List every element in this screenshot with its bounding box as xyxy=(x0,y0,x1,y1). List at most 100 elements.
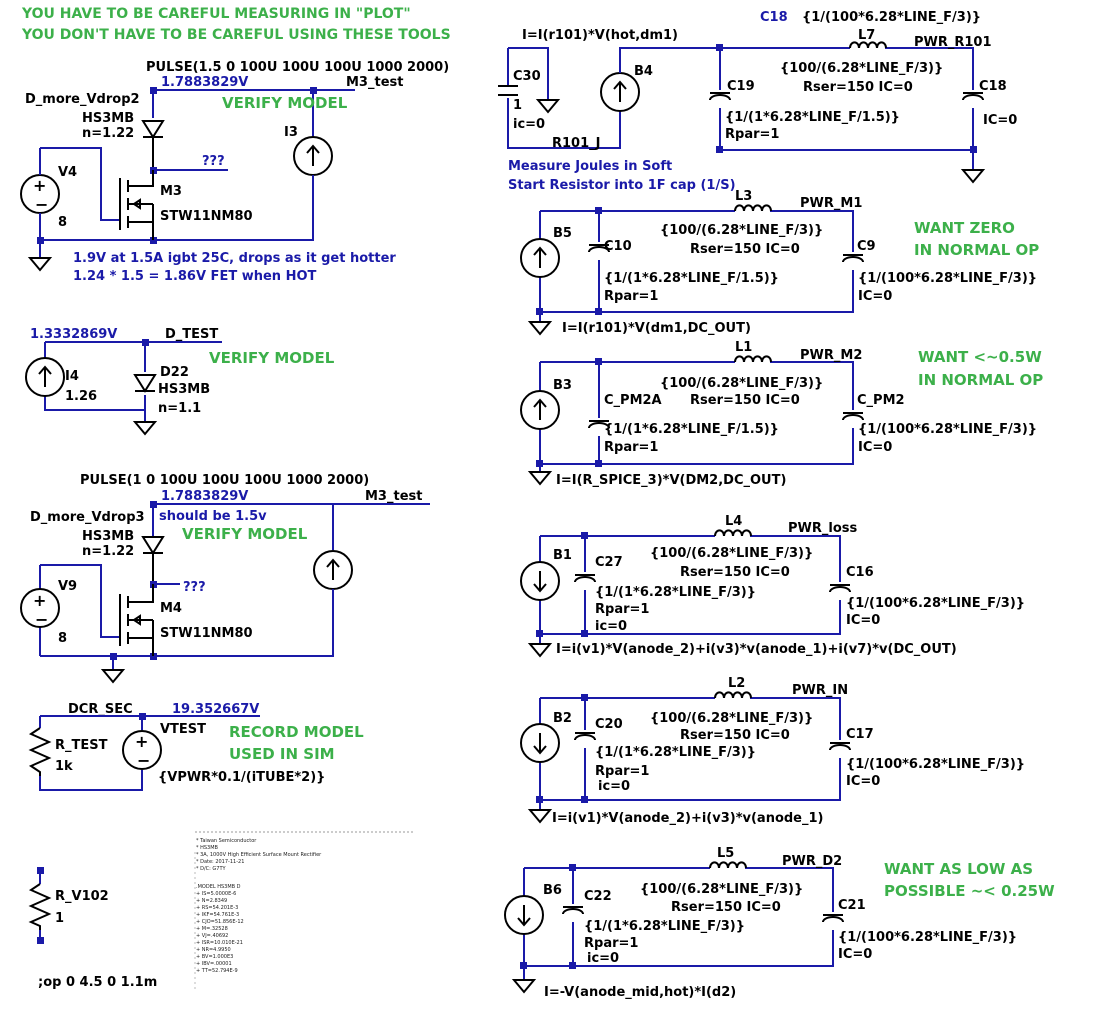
mosfet-M3[interactable] xyxy=(119,170,154,240)
c-label: C19 xyxy=(727,79,755,94)
junction xyxy=(150,653,157,660)
c-expr: {1/(1*6.28*LINE_F/3)} xyxy=(595,585,756,600)
behavioral-source[interactable] xyxy=(520,390,560,430)
junction xyxy=(595,460,602,467)
resistor-R_TEST[interactable] xyxy=(28,727,52,776)
capacitor[interactable] xyxy=(588,244,610,253)
capacitor-C18[interactable] xyxy=(962,92,984,101)
l-rser: Rser=150 IC=0 xyxy=(680,728,790,743)
net-label: PWR_loss xyxy=(788,521,858,536)
model-line: + BV=1.000E3 xyxy=(196,954,233,960)
net-label: PWR_M1 xyxy=(800,196,862,211)
junction xyxy=(139,713,146,720)
c-expr: {1/(1*6.28*LINE_F/1.5)} xyxy=(725,110,900,125)
l-expr: {100/(6.28*LINE_F/3)} xyxy=(660,223,823,238)
ground-symbol xyxy=(527,643,553,658)
diode-symbol[interactable] xyxy=(133,374,157,393)
op-directive[interactable]: ;op 0 4.5 0 1.1m xyxy=(38,975,157,990)
b-label: B3 xyxy=(553,378,572,393)
behavioral-source[interactable] xyxy=(520,723,560,763)
resistor-R_V102[interactable] xyxy=(28,883,52,930)
c-expr: {1/(100*6.28*LINE_F/3)} xyxy=(838,930,1017,945)
behavioral-source[interactable] xyxy=(520,238,560,278)
svg-text:+: + xyxy=(33,591,46,610)
b-expr: I=i(v1)*V(anode_2)+i(v3)*v(anode_1) xyxy=(552,811,824,826)
capacitor-C19[interactable] xyxy=(709,92,731,101)
junction xyxy=(595,358,602,365)
ground-symbol xyxy=(527,321,553,336)
b-expr: I=I(r101)*V(hot,dm1) xyxy=(522,28,678,43)
current-source-I3[interactable] xyxy=(293,136,333,176)
capacitor-C30[interactable] xyxy=(498,85,518,96)
c-ic: ic=0 xyxy=(587,951,619,966)
voltage-readout: 19.352667V xyxy=(172,702,259,717)
voltage-source-VTEST[interactable]: + − xyxy=(122,730,162,770)
c-ic: ic=0 xyxy=(595,619,627,634)
diode-n: n=1.22 xyxy=(82,544,134,559)
l-rser: Rser=150 IC=0 xyxy=(690,242,800,257)
junction xyxy=(536,796,543,803)
junction xyxy=(310,87,317,94)
net-label: M3_test xyxy=(365,489,422,504)
capacitor[interactable] xyxy=(562,906,584,915)
res-val: 1 xyxy=(55,911,64,926)
voltage-readout: 1.3332869V xyxy=(30,327,117,342)
c-ic: ic=0 xyxy=(513,117,545,132)
svg-text:−: − xyxy=(137,751,150,770)
current-source-I4[interactable] xyxy=(25,357,65,397)
model-line: + ISR=10.010E-21 xyxy=(196,940,243,946)
capacitor[interactable] xyxy=(842,254,864,263)
diode-model: HS3MB xyxy=(158,382,210,397)
model-line: + TT=52.794E-9 xyxy=(196,968,238,974)
l-expr: {100/(6.28*LINE_F/3)} xyxy=(780,61,943,76)
c-ic: IC=0 xyxy=(983,113,1017,128)
capacitor[interactable] xyxy=(822,914,844,923)
inductor[interactable] xyxy=(714,529,752,537)
capacitor[interactable] xyxy=(588,420,610,429)
voltage-source-V9[interactable]: + − xyxy=(20,588,60,629)
fet-model: STW11NM80 xyxy=(160,209,253,224)
behavioral-source[interactable] xyxy=(520,561,560,601)
c-expr: {1/(1*6.28*LINE_F/1.5)} xyxy=(604,271,779,286)
ground-symbol xyxy=(100,669,126,684)
voltage-source-V4[interactable]: + − xyxy=(20,174,60,214)
record-label: USED IN SIM xyxy=(229,745,335,763)
source-label: I4 xyxy=(65,369,79,384)
c18-top-expr: {1/(100*6.28*LINE_F/3)} xyxy=(802,10,981,25)
model-line: + IKF=54.761E-3 xyxy=(196,912,239,918)
inductor[interactable] xyxy=(709,861,747,869)
power-block-B6: B6 L5 PWR_D2 C22 C21 {100/(6.28*LINE_F/3… xyxy=(504,846,1055,1000)
diode-name: D_more_Vdrop2 xyxy=(25,92,140,107)
l-label: L3 xyxy=(735,189,752,204)
goal-note: POSSIBLE ~< 0.25W xyxy=(884,882,1055,900)
mosfet-M4[interactable] xyxy=(119,584,154,656)
inductor-L7[interactable] xyxy=(849,41,887,49)
model-line: + M=.32528 xyxy=(196,926,228,932)
junction xyxy=(150,501,157,508)
c-label: C30 xyxy=(513,69,541,84)
pulse-label: PULSE(1 0 100U 100U 100U 1000 2000) xyxy=(80,473,369,488)
capacitor[interactable] xyxy=(829,742,851,751)
inductor[interactable] xyxy=(734,204,772,212)
r-label: R101_J xyxy=(552,136,600,151)
capacitor[interactable] xyxy=(829,584,851,593)
verify-label: VERIFY MODEL xyxy=(182,525,308,543)
diode-symbol[interactable] xyxy=(141,536,165,585)
probe-label: ??? xyxy=(202,154,225,169)
current-source[interactable] xyxy=(313,550,353,590)
behavioral-source[interactable] xyxy=(504,895,544,935)
junction xyxy=(581,694,588,701)
l-rser: Rser=150 IC=0 xyxy=(671,900,781,915)
l-label: L7 xyxy=(858,28,875,43)
capacitor[interactable] xyxy=(842,412,864,421)
junction xyxy=(150,87,157,94)
power-block-B5: B5 L3 PWR_M1 C10 C9 {100/(6.28*LINE_F/3)… xyxy=(520,189,1039,336)
capacitor[interactable] xyxy=(574,732,596,741)
model-line: + CJO=51.856E-12 xyxy=(196,919,244,925)
inductor[interactable] xyxy=(714,691,752,699)
diode-symbol[interactable] xyxy=(141,120,165,170)
capacitor[interactable] xyxy=(574,574,596,583)
inductor[interactable] xyxy=(734,355,772,363)
